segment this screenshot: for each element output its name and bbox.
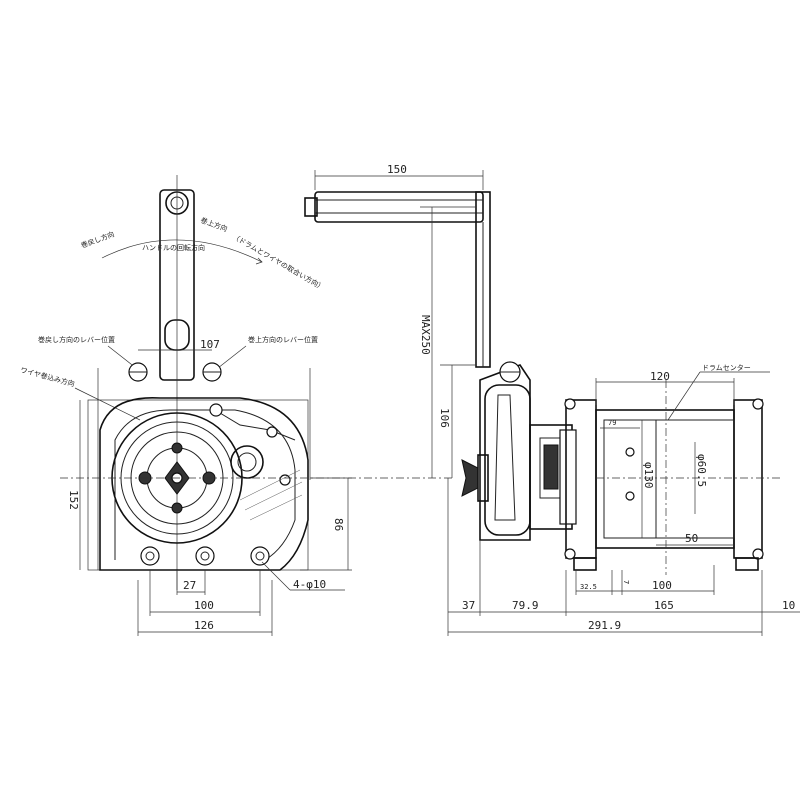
dim-37: 37 xyxy=(462,599,475,612)
lever-wind-label: 巻上方向のレバー位置 xyxy=(248,335,318,344)
wire-note-label: （ドラムとワイヤの取合い方向） xyxy=(231,232,326,292)
pinion-gear xyxy=(230,445,264,479)
dim-86: 86 xyxy=(332,518,345,531)
lever-unwind-label: 巻戻し方向のレバー位置 xyxy=(38,335,115,344)
front-view: 150 MAX250 106 xyxy=(304,163,800,636)
wing-nut-front xyxy=(461,459,479,497)
dim-max250: MAX250 xyxy=(419,315,432,355)
dim-120: 120 xyxy=(650,370,670,383)
base-bolt-1 xyxy=(140,546,160,566)
handle-rotation-label: ハンドルの回転方向 xyxy=(142,243,205,252)
side-view: 巻戻し方向 巻上方向 ハンドルの回転方向 （ドラムとワイヤの取合い方向） 巻戻し… xyxy=(19,175,455,636)
dim-hole: 4-φ10 xyxy=(293,578,326,591)
dim-7: 7 xyxy=(622,580,630,584)
drum-frame-right xyxy=(733,399,763,559)
dim-100-front: 100 xyxy=(652,579,672,592)
dim-79: 79 xyxy=(608,419,616,427)
dim-107: 107 xyxy=(200,338,220,351)
handle-lever xyxy=(159,175,195,590)
dim-291-9: 291.9 xyxy=(588,619,621,632)
dim-32-5: 32.5 xyxy=(580,583,597,591)
wire-direction-label: ワイヤ巻込み方向 xyxy=(19,365,75,388)
handle-grip xyxy=(314,191,484,223)
dim-50: 50 xyxy=(685,532,698,545)
dim-100-side: 100 xyxy=(194,599,214,612)
wind-direction-label: 巻上方向 xyxy=(199,215,228,233)
base-bolt-3 xyxy=(250,546,270,566)
dim-165: 165 xyxy=(654,599,674,612)
dim-27: 27 xyxy=(183,579,196,592)
dim-60-5: φ60.5 xyxy=(695,454,708,487)
gear-housing xyxy=(484,384,531,536)
dim-126: 126 xyxy=(194,619,214,632)
dim-79-9: 79.9 xyxy=(512,599,539,612)
dim-10: 10 xyxy=(782,599,795,612)
base-bolt-2 xyxy=(195,546,215,566)
dim-106: 106 xyxy=(438,408,451,428)
dim-152: 152 xyxy=(67,490,80,510)
dim-150: 150 xyxy=(387,163,407,176)
drum-center-label: ドラムセンター xyxy=(702,363,751,372)
unwind-direction-label: 巻戻し方向 xyxy=(80,229,116,249)
drum xyxy=(595,409,735,549)
dim-130: φ130 xyxy=(642,462,655,489)
